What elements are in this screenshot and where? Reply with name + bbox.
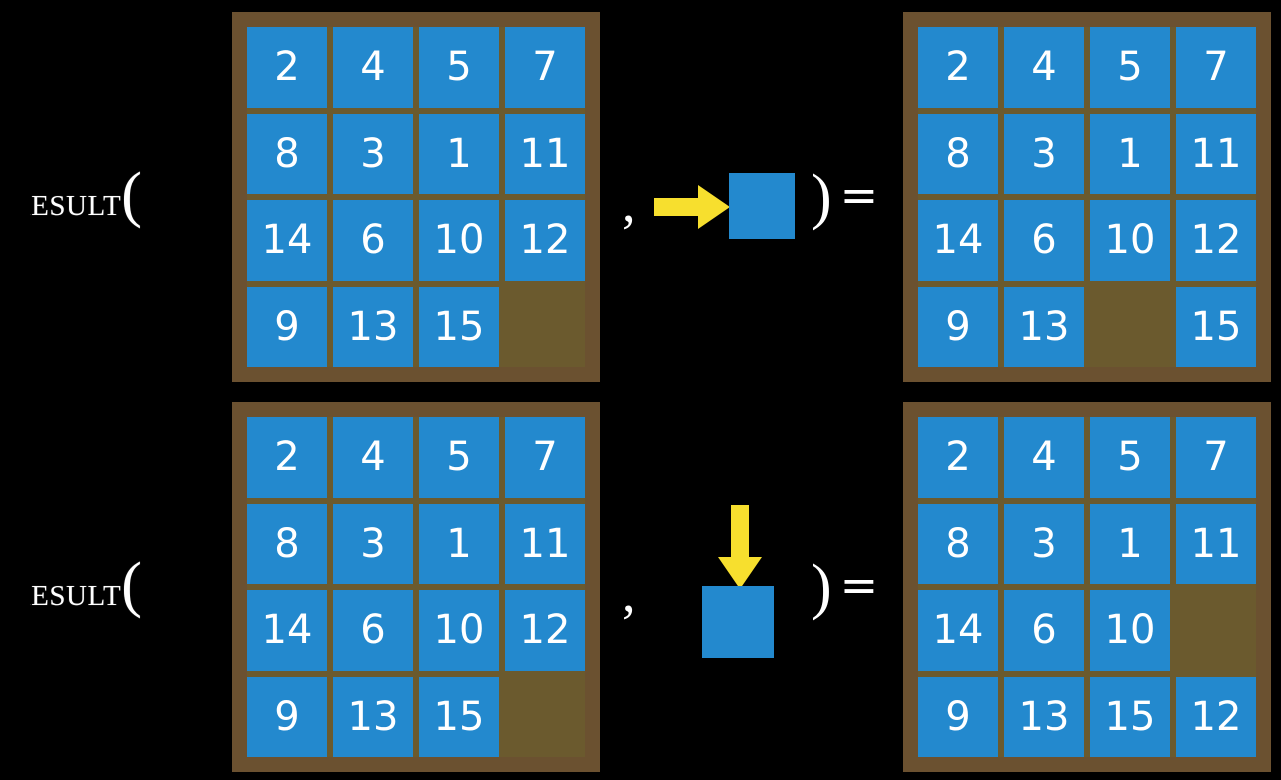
puzzle-blank-cell xyxy=(505,677,585,758)
puzzle-tile[interactable]: 4 xyxy=(333,417,413,498)
puzzle-tile[interactable]: 13 xyxy=(1004,676,1084,757)
equals-sign-row-1: = xyxy=(839,168,879,222)
puzzle-tile[interactable]: 6 xyxy=(1004,200,1084,281)
puzzle-tile[interactable]: 1 xyxy=(1090,113,1170,194)
puzzle-tile[interactable]: 5 xyxy=(419,417,499,498)
puzzle-tile[interactable]: 12 xyxy=(1176,676,1256,757)
action-tile-row-1[interactable] xyxy=(729,173,795,239)
puzzle-tile[interactable]: 6 xyxy=(333,200,413,281)
puzzle-tile[interactable]: 8 xyxy=(247,503,327,584)
puzzle-tile[interactable]: 8 xyxy=(247,113,327,194)
puzzle-tile[interactable]: 11 xyxy=(1176,503,1256,584)
puzzle-tile[interactable]: 15 xyxy=(1090,676,1170,757)
action-tile-row-2[interactable] xyxy=(702,586,774,658)
puzzle-tile[interactable]: 3 xyxy=(1004,113,1084,194)
puzzle-tile[interactable]: 15 xyxy=(419,286,499,367)
puzzle-tile[interactable]: 5 xyxy=(1090,417,1170,498)
puzzle-tile[interactable]: 14 xyxy=(247,590,327,671)
puzzle-tile[interactable]: 7 xyxy=(505,27,585,108)
puzzle-tile[interactable]: 12 xyxy=(1176,200,1256,281)
puzzle-tile[interactable]: 4 xyxy=(333,27,413,108)
puzzle-tile[interactable]: 14 xyxy=(918,590,998,671)
puzzle-tile[interactable]: 9 xyxy=(918,286,998,367)
puzzle-tile[interactable]: 2 xyxy=(918,417,998,498)
puzzle-tile[interactable]: 13 xyxy=(333,286,413,367)
puzzle-tile[interactable]: 3 xyxy=(333,503,413,584)
puzzle-tile[interactable]: 15 xyxy=(1176,286,1256,367)
result-closing-row-2: )= xyxy=(811,556,878,618)
puzzle-tile[interactable]: 6 xyxy=(333,590,413,671)
puzzle-tile[interactable]: 9 xyxy=(247,676,327,757)
puzzle-tile[interactable]: 11 xyxy=(1176,113,1256,194)
puzzle-tile[interactable]: 10 xyxy=(1090,590,1170,671)
result-function-label-row-1: RESULT( xyxy=(30,164,142,226)
puzzle-blank-cell xyxy=(505,287,585,368)
puzzle-tile[interactable]: 2 xyxy=(247,417,327,498)
puzzle-tile[interactable]: 1 xyxy=(419,113,499,194)
action-zone-row-2: , )= xyxy=(608,390,903,780)
puzzle-tile[interactable]: 6 xyxy=(1004,590,1084,671)
close-paren-row-2: ) xyxy=(811,553,832,621)
puzzle-tile[interactable]: 12 xyxy=(505,200,585,281)
puzzle-tile[interactable]: 2 xyxy=(918,27,998,108)
puzzle-tile[interactable]: 3 xyxy=(333,113,413,194)
puzzle-tile[interactable]: 10 xyxy=(1090,200,1170,281)
puzzle-tile[interactable]: 5 xyxy=(419,27,499,108)
puzzle-tile[interactable]: 5 xyxy=(1090,27,1170,108)
puzzle-blank-cell xyxy=(1090,287,1170,368)
puzzle-tile[interactable]: 10 xyxy=(419,590,499,671)
puzzle-tile[interactable]: 8 xyxy=(918,503,998,584)
puzzle-tile[interactable]: 15 xyxy=(419,676,499,757)
puzzle-blank-cell xyxy=(1176,590,1256,671)
puzzle-tile[interactable]: 7 xyxy=(1176,417,1256,498)
puzzle-tile[interactable]: 11 xyxy=(505,113,585,194)
result-function-label-row-2: RESULT( xyxy=(30,554,142,616)
puzzle-tile[interactable]: 12 xyxy=(505,590,585,671)
puzzle-tile[interactable]: 13 xyxy=(1004,286,1084,367)
result-closing-row-1: )= xyxy=(811,166,878,228)
arrow-down-icon xyxy=(718,505,762,589)
argument-separator-row-1: , xyxy=(622,173,636,233)
puzzle-tile[interactable]: 14 xyxy=(918,200,998,281)
puzzle-tile[interactable]: 1 xyxy=(1090,503,1170,584)
puzzle-tile[interactable]: 10 xyxy=(419,200,499,281)
puzzle-tile[interactable]: 11 xyxy=(505,503,585,584)
puzzle-tile[interactable]: 3 xyxy=(1004,503,1084,584)
puzzle-tile[interactable]: 8 xyxy=(918,113,998,194)
puzzle-tile[interactable]: 7 xyxy=(505,417,585,498)
puzzle-tile[interactable]: 13 xyxy=(333,676,413,757)
result-label-smallcaps-row-1: ESULT xyxy=(31,179,122,225)
action-zone-row-1: , )= xyxy=(608,0,903,390)
puzzle-tile[interactable]: 4 xyxy=(1004,417,1084,498)
close-paren-row-1: ) xyxy=(811,163,832,231)
puzzle-tile[interactable]: 9 xyxy=(247,286,327,367)
arrow-right-icon xyxy=(654,185,730,229)
open-paren-row-2: ( xyxy=(121,551,143,619)
argument-separator-row-2: , xyxy=(622,563,636,623)
open-paren-row-1: ( xyxy=(121,161,143,229)
puzzle-tile[interactable]: 4 xyxy=(1004,27,1084,108)
equals-sign-row-2: = xyxy=(839,558,879,612)
puzzle-tile[interactable]: 9 xyxy=(918,676,998,757)
puzzle-tile[interactable]: 14 xyxy=(247,200,327,281)
puzzle-tile[interactable]: 1 xyxy=(419,503,499,584)
puzzle-tile[interactable]: 2 xyxy=(247,27,327,108)
result-label-smallcaps-row-2: ESULT xyxy=(31,569,122,615)
puzzle-tile[interactable]: 7 xyxy=(1176,27,1256,108)
